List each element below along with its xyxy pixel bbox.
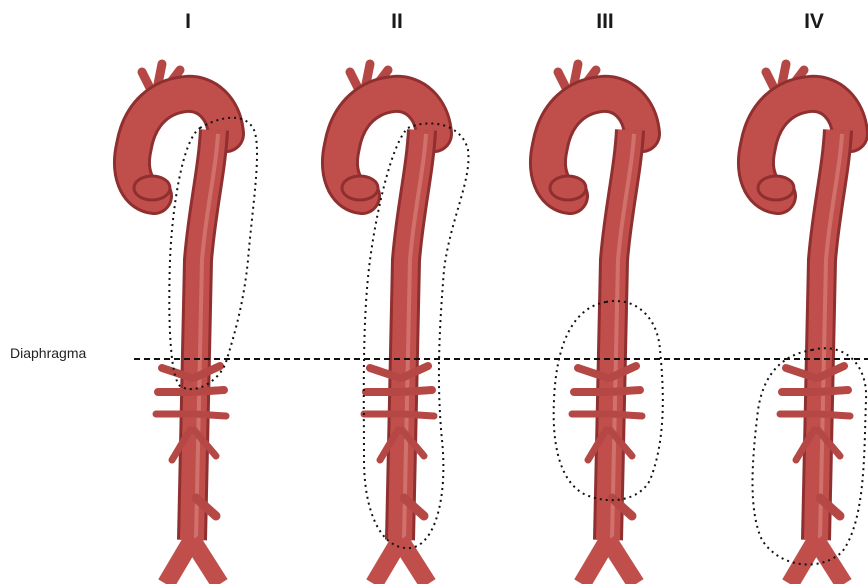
type-numeral-iii: III (596, 10, 614, 33)
type-numeral-ii: II (391, 10, 403, 33)
aorta-illustration-iv (756, 64, 850, 584)
type-numeral-i: I (185, 10, 191, 33)
aorta-illustration-ii (340, 64, 434, 584)
aorta-illustration-iii (548, 64, 642, 584)
type-numeral-iv: IV (804, 10, 824, 33)
diaphragm-label: Diaphragma (10, 345, 86, 361)
aorta-illustration-i (132, 64, 226, 584)
